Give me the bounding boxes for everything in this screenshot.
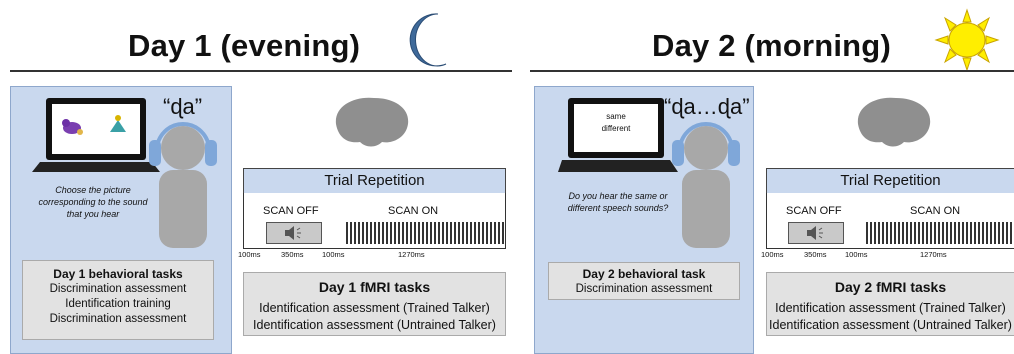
day1-quote: “ɖa” [163, 94, 203, 119]
day1-fmri-item: Identification assessment (Trained Talke… [259, 301, 490, 315]
day2-caption: Do you hear the same or different speech… [567, 191, 669, 213]
day1-fmri-box: Day 1 fMRI tasks Identification assessme… [243, 272, 506, 336]
brain-icon [335, 97, 409, 147]
day2-scan-on-segment [866, 222, 1014, 244]
day1-scan-off-label: SCAN OFF [263, 205, 319, 217]
day1-caption: Choose the picture corresponding to the … [38, 185, 148, 219]
day1-behavioral-item: Identification training [65, 298, 171, 310]
day1-scan-on-segment [346, 222, 504, 244]
day2-scan-on-label: SCAN ON [910, 205, 961, 217]
day2-behavioral-item: Discrimination assessment [575, 283, 713, 295]
day1-tick: 1270ms [398, 250, 425, 259]
headphones-icon [149, 122, 217, 166]
day1-divider [10, 70, 512, 72]
laptop-icon [558, 98, 678, 172]
day2-title: Day 2 (morning) [652, 28, 891, 63]
laptop-icon [32, 98, 160, 172]
day1-fmri-title: Day 1 fMRI tasks [318, 279, 431, 295]
speaker-icon [807, 226, 823, 240]
day1-behavioral-item: Discrimination assessment [49, 283, 187, 295]
day1-behavioral-title: Day 1 behavioral tasks [53, 267, 183, 281]
day1-trial-header: Trial Repetition [243, 168, 506, 194]
day2-scan-off-label: SCAN OFF [786, 205, 842, 217]
day1-tick: 350ms [281, 250, 304, 259]
day1-tick: 100ms [322, 250, 345, 259]
day1-behavioral-box: Day 1 behavioral tasks Discrimination as… [22, 260, 214, 340]
day2-tick: 1270ms [920, 250, 947, 259]
day2-screen-words: same different [574, 111, 658, 135]
day2-screen-word: different [601, 124, 631, 133]
person-icon [682, 126, 730, 248]
day2-tick: 100ms [761, 250, 784, 259]
speaker-icon [285, 226, 301, 240]
day2-behavioral-title: Day 2 behavioral task [582, 267, 706, 281]
moon-icon [409, 13, 447, 67]
day2-tick: 350ms [804, 250, 827, 259]
day2-trial-header: Trial Repetition [766, 168, 1014, 194]
day2-fmri-title: Day 2 fMRI tasks [834, 279, 947, 295]
day2-quote: “ɖa…ɖa” [664, 94, 750, 119]
day2-fmri-item: Identification assessment (Untrained Tal… [769, 318, 1012, 332]
day1-tick: 100ms [238, 250, 261, 259]
day1-title: Day 1 (evening) [128, 28, 361, 63]
day2-fmri-box: Day 2 fMRI tasks Identification assessme… [766, 272, 1014, 336]
day2-fmri-item: Identification assessment (Trained Talke… [775, 301, 1006, 315]
day2-divider [530, 70, 1014, 72]
brain-icon [857, 97, 931, 147]
day2-behavioral-box: Day 2 behavioral task Discrimination ass… [548, 262, 740, 300]
headphones-icon [672, 122, 740, 166]
day1-scan-on-label: SCAN ON [388, 205, 439, 217]
sun-icon [934, 8, 1000, 72]
day1-behavioral-item: Discrimination assessment [49, 313, 187, 325]
person-icon [159, 126, 207, 248]
day2-tick: 100ms [845, 250, 868, 259]
day2-screen-word: same [606, 112, 626, 121]
day1-fmri-item: Identification assessment (Untrained Tal… [253, 318, 496, 332]
